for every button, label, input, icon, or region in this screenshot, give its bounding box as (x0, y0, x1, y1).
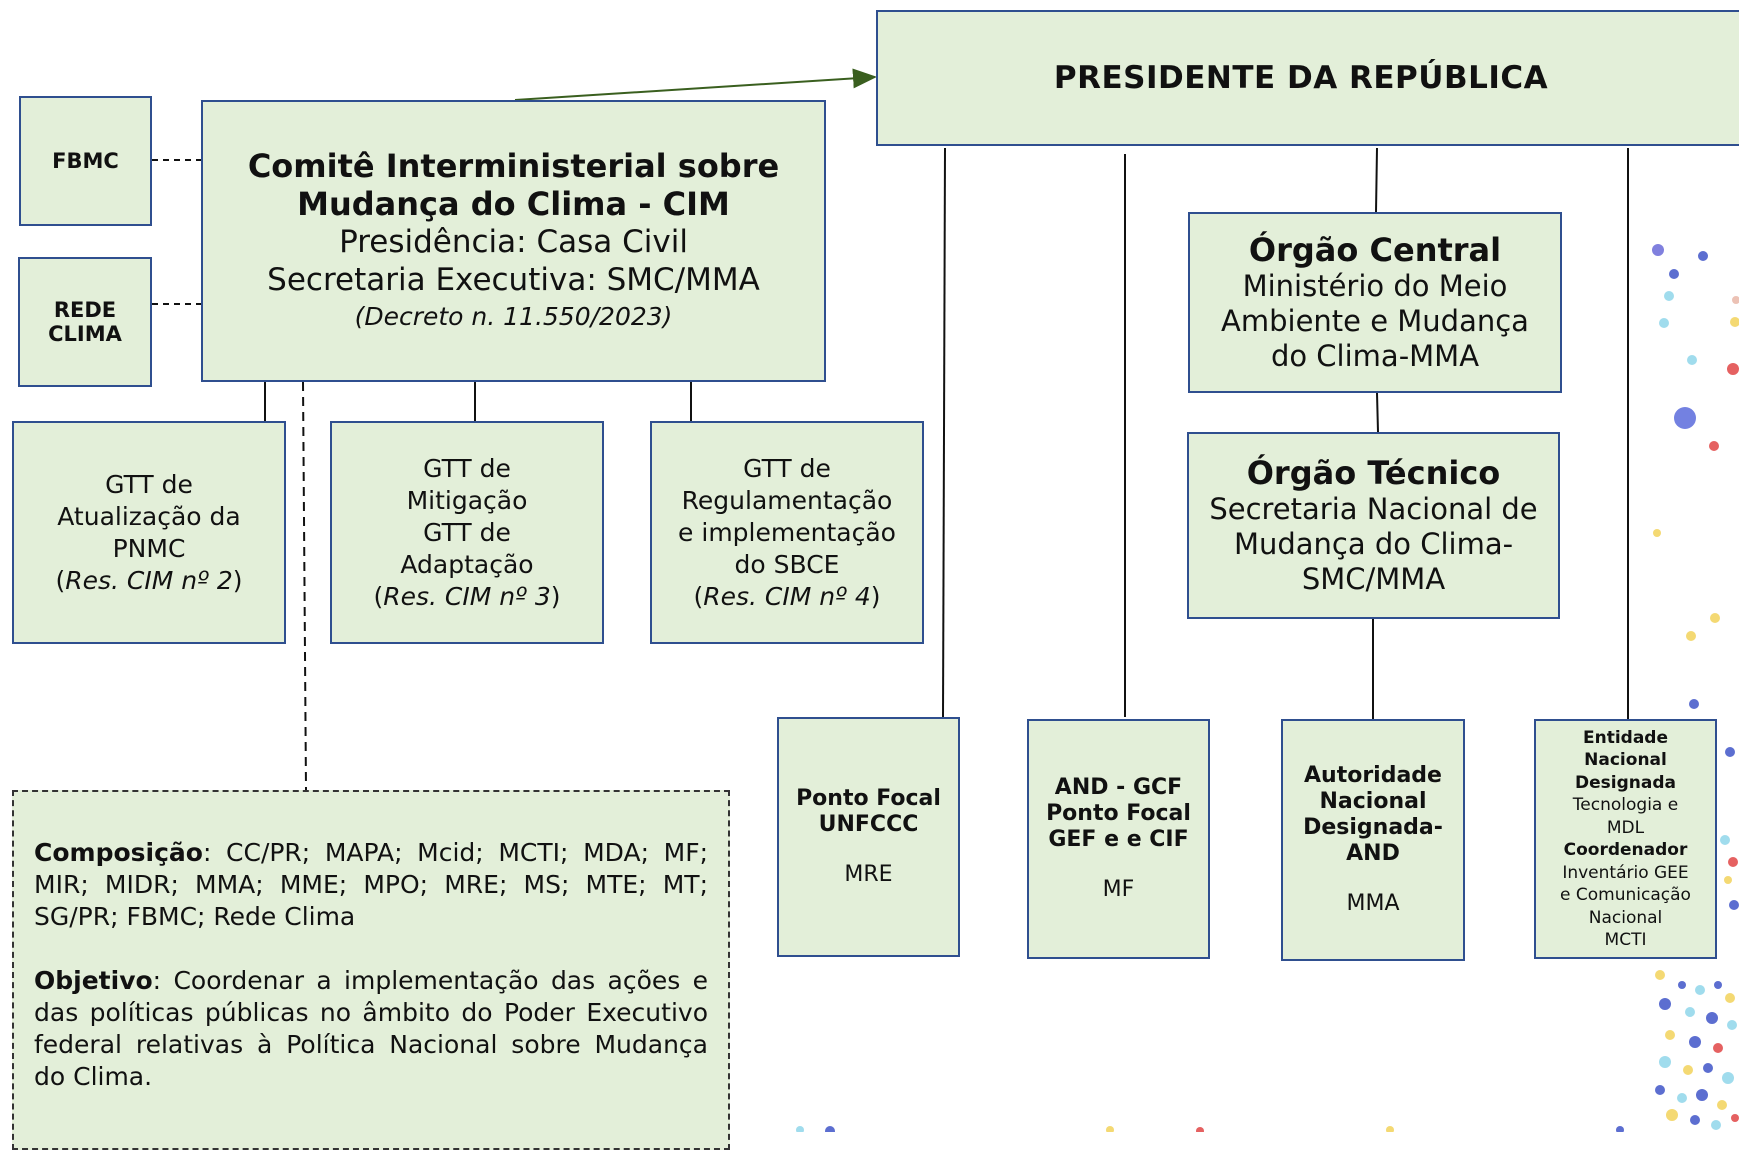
autoridade-title4: AND (1346, 841, 1400, 866)
cim-title-line2: Mudança do Clima - CIM (297, 185, 730, 223)
gtt-regulamentacao-box: GTT de Regulamentação e implementação do… (650, 421, 924, 644)
orgao-tecnico-line2: Mudança do Clima- (1233, 527, 1514, 561)
orgao-tecnico-box: Órgão Técnico Secretaria Nacional de Mud… (1187, 432, 1560, 619)
and-gcf-title3: GEF e e CIF (1048, 827, 1189, 852)
composicao-paragraph: Composição: CC/PR; MAPA; Mcid; MCTI; MDA… (34, 837, 708, 933)
gtt2-line3: GTT de (423, 517, 511, 547)
presidente-title: PRESIDENTE DA REPÚBLICA (1053, 60, 1549, 96)
orgao-tecnico-title: Órgão Técnico (1246, 454, 1501, 492)
composicao-label: Composição (34, 838, 203, 867)
autoridade-title1: Autoridade (1304, 763, 1442, 788)
rede-clima-line2: CLIMA (48, 322, 122, 346)
and-gcf-org: MF (1102, 877, 1135, 902)
dash-cim-composicao (302, 381, 307, 791)
line-pres-pontofocal (942, 147, 946, 718)
gtt3-line4: do SBCE (734, 549, 840, 579)
entidade-title1: Entidade (1582, 727, 1668, 748)
gtt2-line4: Adaptação (400, 549, 534, 579)
gtt1-line1: GTT de (105, 469, 193, 499)
entidade-line5: Nacional (1588, 907, 1663, 928)
entidade-title2: Nacional (1584, 750, 1667, 770)
orgao-tecnico-line3: SMC/MMA (1301, 562, 1446, 596)
composicao-box: Composição: CC/PR; MAPA; Mcid; MCTI; MDA… (12, 790, 730, 1150)
gtt3-res-line: (Res. CIM nº 4) (693, 581, 881, 611)
orgao-central-box: Órgão Central Ministério do Meio Ambient… (1188, 212, 1562, 393)
orgao-central-title: Órgão Central (1248, 231, 1502, 269)
gtt3-line3: e implementação (678, 517, 896, 547)
orgao-tecnico-line1: Secretaria Nacional de (1209, 492, 1538, 526)
entidade-line3: Inventário GEE (1562, 862, 1689, 883)
and-gcf-box: AND - GCF Ponto Focal GEF e e CIF MF (1027, 719, 1210, 959)
autoridade-org: MMA (1346, 891, 1400, 916)
ponto-focal-title2: UNFCCC (818, 812, 919, 837)
autoridade-title2: Nacional (1319, 789, 1427, 814)
ponto-focal-org: MRE (844, 862, 893, 887)
ponto-focal-box: Ponto Focal UNFCCC MRE (777, 717, 960, 957)
composicao-text: : CC/PR; MAPA; Mcid; MCTI; MDA; MF; MIR;… (34, 838, 708, 931)
decorative-dots (796, 244, 1739, 1132)
orgao-central-line1: Ministério do Meio (1242, 269, 1508, 303)
gtt2-res: Res. CIM nº 3 (383, 581, 551, 611)
entidade-nacional-box: Entidade Nacional Designada Tecnologia e… (1534, 719, 1717, 959)
line-central-tecnico (1376, 392, 1379, 433)
gtt-atualizacao-box: GTT de Atualização da PNMC (Res. CIM nº … (12, 421, 286, 644)
gtt-mitigacao-adaptacao-box: GTT de Mitigação GTT de Adaptação (Res. … (330, 421, 604, 644)
rede-clima-box: REDE CLIMA (18, 257, 152, 387)
rede-clima-line1: REDE (53, 298, 117, 322)
entidade-line2: MDL (1606, 817, 1645, 838)
entidade-line6: MCTI (1604, 930, 1647, 950)
entidade-coord: Coordenador (1563, 840, 1688, 860)
entidade-line4: e Comunicação (1560, 885, 1691, 905)
arrow-cim-to-president (514, 68, 877, 101)
cim-box: Comitê Interministerial sobre Mudança do… (201, 100, 826, 382)
cim-title-line1: Comitê Interministerial sobre (247, 147, 780, 185)
line-pres-central (1375, 147, 1378, 213)
gtt3-line2: Regulamentação (681, 485, 893, 515)
gtt1-line2: Atualização da (57, 501, 241, 531)
and-gcf-title2: Ponto Focal (1046, 801, 1191, 826)
objetivo-label: Objetivo (34, 966, 153, 995)
gtt3-line1: GTT de (743, 453, 831, 483)
gtt1-line3: PNMC (112, 533, 186, 563)
fbmc-label: FBMC (52, 149, 119, 173)
autoridade-title3: Designada- (1303, 815, 1443, 840)
gtt1-res: Res. CIM nº 2 (65, 565, 233, 595)
cim-decreto: (Decreto n. 11.550/2023) (354, 302, 673, 331)
presidente-box: PRESIDENTE DA REPÚBLICA (876, 10, 1739, 146)
and-gcf-title1: AND - GCF (1054, 775, 1183, 800)
gtt3-res: Res. CIM nº 4 (703, 581, 871, 611)
gtt2-res-line: (Res. CIM nº 3) (373, 581, 561, 611)
orgao-central-line2: Ambiente e Mudança (1221, 304, 1529, 338)
gtt2-line2: Mitigação (406, 485, 528, 515)
ponto-focal-title1: Ponto Focal (796, 786, 941, 811)
cim-presidencia: Presidência: Casa Civil (339, 224, 688, 260)
cim-secretaria: Secretaria Executiva: SMC/MMA (267, 262, 760, 298)
autoridade-nacional-box: Autoridade Nacional Designada- AND MMA (1281, 719, 1465, 961)
fbmc-box: FBMC (19, 96, 152, 226)
entidade-line1: Tecnologia e (1572, 795, 1679, 815)
orgao-central-line3: do Clima-MMA (1270, 339, 1480, 373)
gtt1-res-line: (Res. CIM nº 2) (55, 565, 243, 595)
objetivo-text: : Coordenar a implementação das ações e … (34, 966, 708, 1091)
entidade-title3: Designada (1575, 772, 1676, 793)
gtt2-line1: GTT de (423, 453, 511, 483)
objetivo-paragraph: Objetivo: Coordenar a implementação das … (34, 965, 708, 1093)
